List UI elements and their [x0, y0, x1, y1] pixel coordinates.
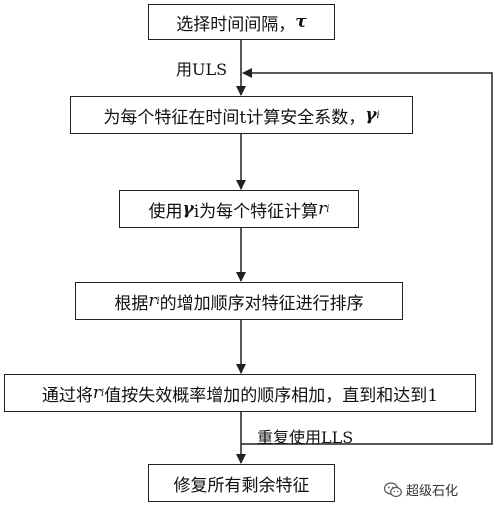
- step3-mid: i为每个特征计算: [193, 201, 319, 222]
- r-variable: r: [148, 291, 157, 311]
- r-subscript: i: [101, 387, 105, 399]
- watermark-text: 超级石化: [406, 484, 459, 499]
- step4-suffix: 的增加顺序对特征进行排序: [159, 293, 364, 314]
- r-subscript: i: [326, 203, 330, 215]
- step-repair-remaining: 修复所有剩余特征: [148, 464, 335, 502]
- step5-prefix: 通过将: [41, 385, 93, 406]
- step3-prefix: 使用: [148, 201, 183, 222]
- r-subscript: i: [156, 295, 160, 307]
- step2-text: 为每个特征在时间t计算安全系数，: [103, 107, 366, 128]
- step6-text: 修复所有剩余特征: [173, 475, 310, 496]
- gamma-symbol: γ: [365, 105, 377, 125]
- step4-prefix: 根据: [114, 293, 149, 314]
- gamma-subscript: i: [376, 109, 380, 121]
- label-repeat-lls: 重复使用LLS: [257, 428, 354, 447]
- tau-symbol: τ: [295, 12, 307, 32]
- watermark: 超级石化: [384, 480, 458, 499]
- wechat-icon: [384, 481, 402, 498]
- loop-back-arrow: [241, 68, 493, 445]
- step5-suffix: 值按失效概率增加的顺序相加，直到和达到1: [104, 385, 439, 406]
- r-variable: r: [92, 383, 102, 403]
- r-variable: r: [318, 199, 327, 219]
- label-use-uls: 用ULS: [176, 60, 228, 79]
- gamma-symbol: γ: [182, 199, 194, 219]
- step1-text: 选择时间间隔，: [176, 14, 296, 35]
- step-select-time-interval: 选择时间间隔，τ: [148, 4, 335, 40]
